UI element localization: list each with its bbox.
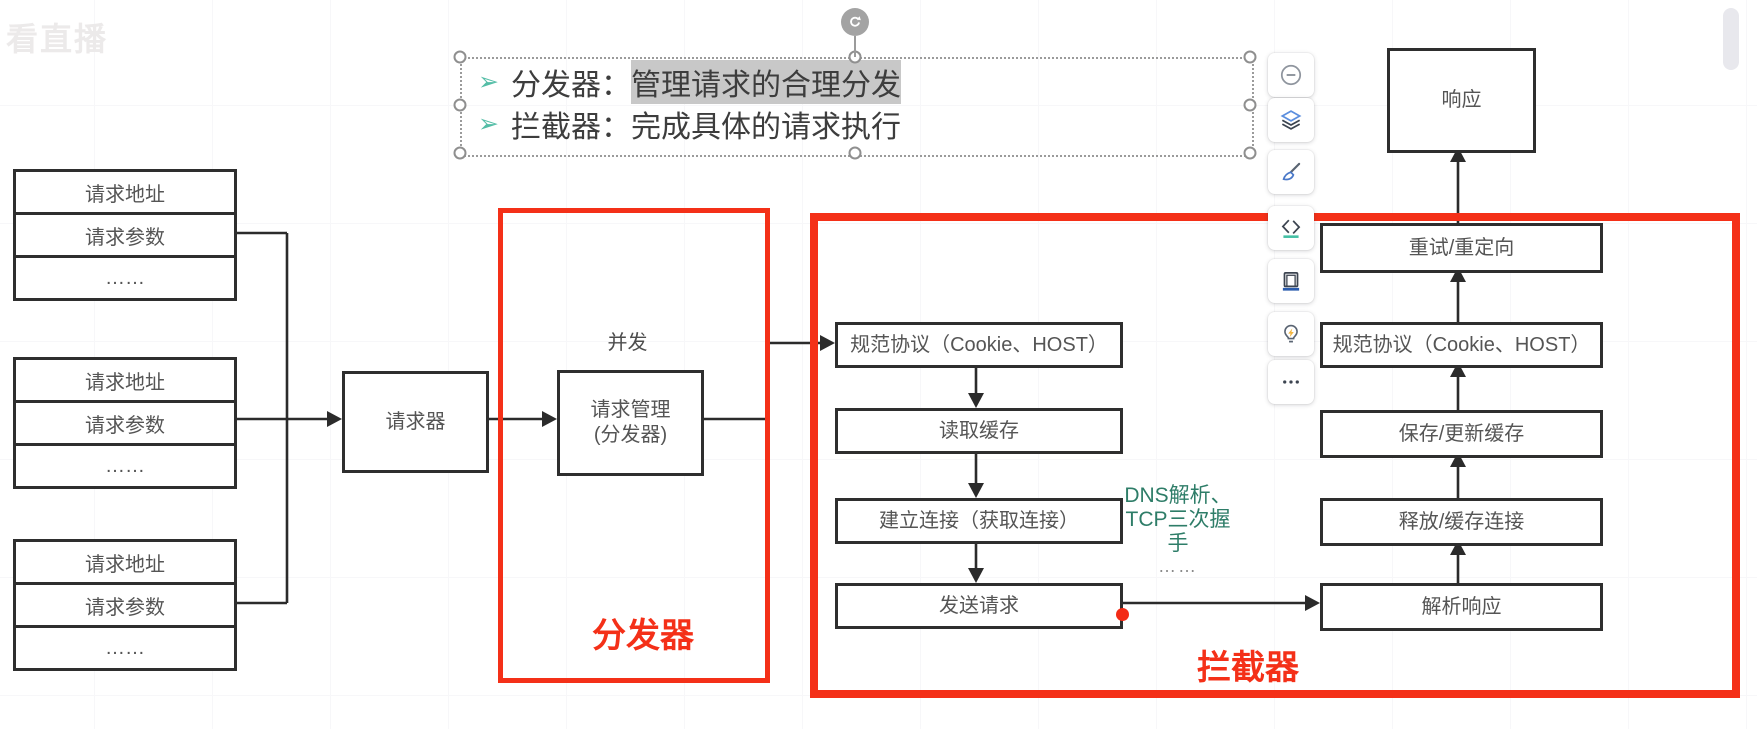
request-params-cell: 请求参数 [16, 212, 234, 255]
requester-label: 请求器 [385, 410, 446, 433]
dispatcher-red-label: 分发器 [592, 617, 694, 655]
node-label: 释放/缓存连接 [1398, 510, 1525, 533]
watermark-text: 看直播 [6, 21, 109, 57]
request-address-cell: 请求地址 [85, 183, 165, 206]
node-response[interactable]: 响应 [1387, 48, 1536, 153]
annotation-text-block[interactable]: ➢ 分发器： 管理请求的合理分发 ➢ 拦截器： 完成具体的请求执行 [478, 60, 901, 145]
toolbar-more-button[interactable] [1268, 360, 1314, 404]
dns-tcp-note: DNS解析、 TCP三次握手 …… [1117, 484, 1239, 577]
selection-handle-bottom-middle[interactable] [848, 146, 862, 160]
rotation-handle-stem [854, 36, 856, 57]
toolbar-shape-style-button[interactable] [1268, 206, 1314, 250]
annotation-line-1: ➢ 分发器： 管理请求的合理分发 [478, 60, 901, 104]
vertical-scrollbar-thumb[interactable] [1723, 8, 1739, 70]
request-more-cell: …… [16, 443, 234, 486]
format-brush-icon [1282, 162, 1301, 181]
idea-bulb-icon [1284, 324, 1298, 343]
toolbar-collapse-button[interactable] [1268, 53, 1314, 97]
node-label: 规范协议（Cookie、HOST） [1332, 333, 1591, 356]
laser-pointer-dot [1116, 608, 1129, 621]
note-line1: DNS解析、 [1124, 484, 1232, 507]
request-group-2[interactable]: 请求地址 请求参数 …… [13, 357, 237, 489]
arrow-bullet-icon: ➢ [478, 68, 499, 96]
request-more-cell: …… [16, 625, 234, 668]
frame-icon [1282, 272, 1300, 291]
note-line2: TCP三次握手 [1125, 508, 1231, 556]
toolbar-format-brush-button[interactable] [1268, 150, 1314, 194]
node-establish-connection[interactable]: 建立连接（获取连接） [835, 498, 1123, 544]
selection-handle-top-right[interactable] [1243, 50, 1257, 64]
node-normalize-protocol-2[interactable]: 规范协议（Cookie、HOST） [1320, 322, 1603, 368]
node-label: 规范协议（Cookie、HOST） [850, 333, 1108, 356]
note-line3: …… [1158, 556, 1198, 577]
node-label: 读取缓存 [939, 419, 1019, 442]
toolbar-smart-suggest-button[interactable] [1268, 312, 1314, 356]
node-label: 保存/更新缓存 [1398, 422, 1525, 445]
node-read-cache[interactable]: 读取缓存 [835, 408, 1123, 454]
request-params-cell: 请求参数 [16, 400, 234, 443]
annotation-line2-label: 拦截器： [510, 111, 631, 144]
more-ellipsis-icon [1283, 380, 1299, 384]
rotate-icon [850, 16, 861, 27]
selection-handle-middle-left[interactable] [453, 98, 467, 112]
request-params-cell: 请求参数 [16, 582, 234, 625]
interceptor-red-label: 拦截器 [1197, 649, 1299, 687]
node-parse-response[interactable]: 解析响应 [1320, 583, 1603, 631]
node-label: 建立连接（获取连接） [879, 509, 1079, 532]
selection-handle-bottom-left[interactable] [453, 146, 467, 160]
request-manager-label-line2: (分发器) [593, 424, 668, 446]
request-address-cell: 请求地址 [85, 371, 165, 394]
request-group-1[interactable]: 请求地址 请求参数 …… [13, 169, 237, 301]
annotation-line1-label: 分发器： [510, 69, 631, 102]
request-more-cell: …… [16, 255, 234, 298]
concurrency-label: 并发 [607, 332, 648, 354]
request-group-3[interactable]: 请求地址 请求参数 …… [13, 539, 237, 671]
request-manager-node[interactable]: 请求管理 (分发器) [557, 370, 704, 476]
arrow-bullet-icon: ➢ [478, 110, 499, 138]
node-send-request[interactable]: 发送请求 [835, 583, 1123, 629]
dispatcher-red-frame[interactable] [498, 208, 770, 683]
node-release-cache-connection[interactable]: 释放/缓存连接 [1320, 498, 1603, 546]
node-label: 重试/重定向 [1408, 236, 1515, 259]
node-label: 解析响应 [1421, 595, 1502, 618]
arrowhead [327, 411, 342, 427]
toolbar-layers-button[interactable] [1268, 98, 1314, 142]
request-manager-label-line1: 请求管理 [590, 399, 671, 421]
minus-circle-icon [1280, 64, 1302, 86]
node-normalize-protocol[interactable]: 规范协议（Cookie、HOST） [835, 322, 1123, 368]
annotation-line2-text: 完成具体的请求执行 [630, 111, 901, 144]
selection-handle-top-left[interactable] [453, 50, 467, 64]
annotation-line1-highlighted-text: 管理请求的合理分发 [630, 60, 901, 104]
node-label: 响应 [1441, 89, 1482, 111]
request-address-cell: 请求地址 [85, 553, 165, 576]
selection-handle-bottom-right[interactable] [1243, 146, 1257, 160]
rotation-handle[interactable] [841, 8, 869, 36]
selection-handle-middle-right[interactable] [1243, 98, 1257, 112]
node-save-update-cache[interactable]: 保存/更新缓存 [1320, 410, 1603, 458]
node-label: 发送请求 [939, 594, 1019, 617]
requester-node[interactable]: 请求器 [342, 371, 489, 473]
node-retry-redirect[interactable]: 重试/重定向 [1320, 223, 1603, 273]
shape-code-icon [1281, 219, 1301, 238]
layers-icon [1280, 110, 1302, 130]
toolbar-frame-button[interactable] [1268, 259, 1314, 303]
annotation-line-2: ➢ 拦截器： 完成具体的请求执行 [478, 103, 901, 145]
